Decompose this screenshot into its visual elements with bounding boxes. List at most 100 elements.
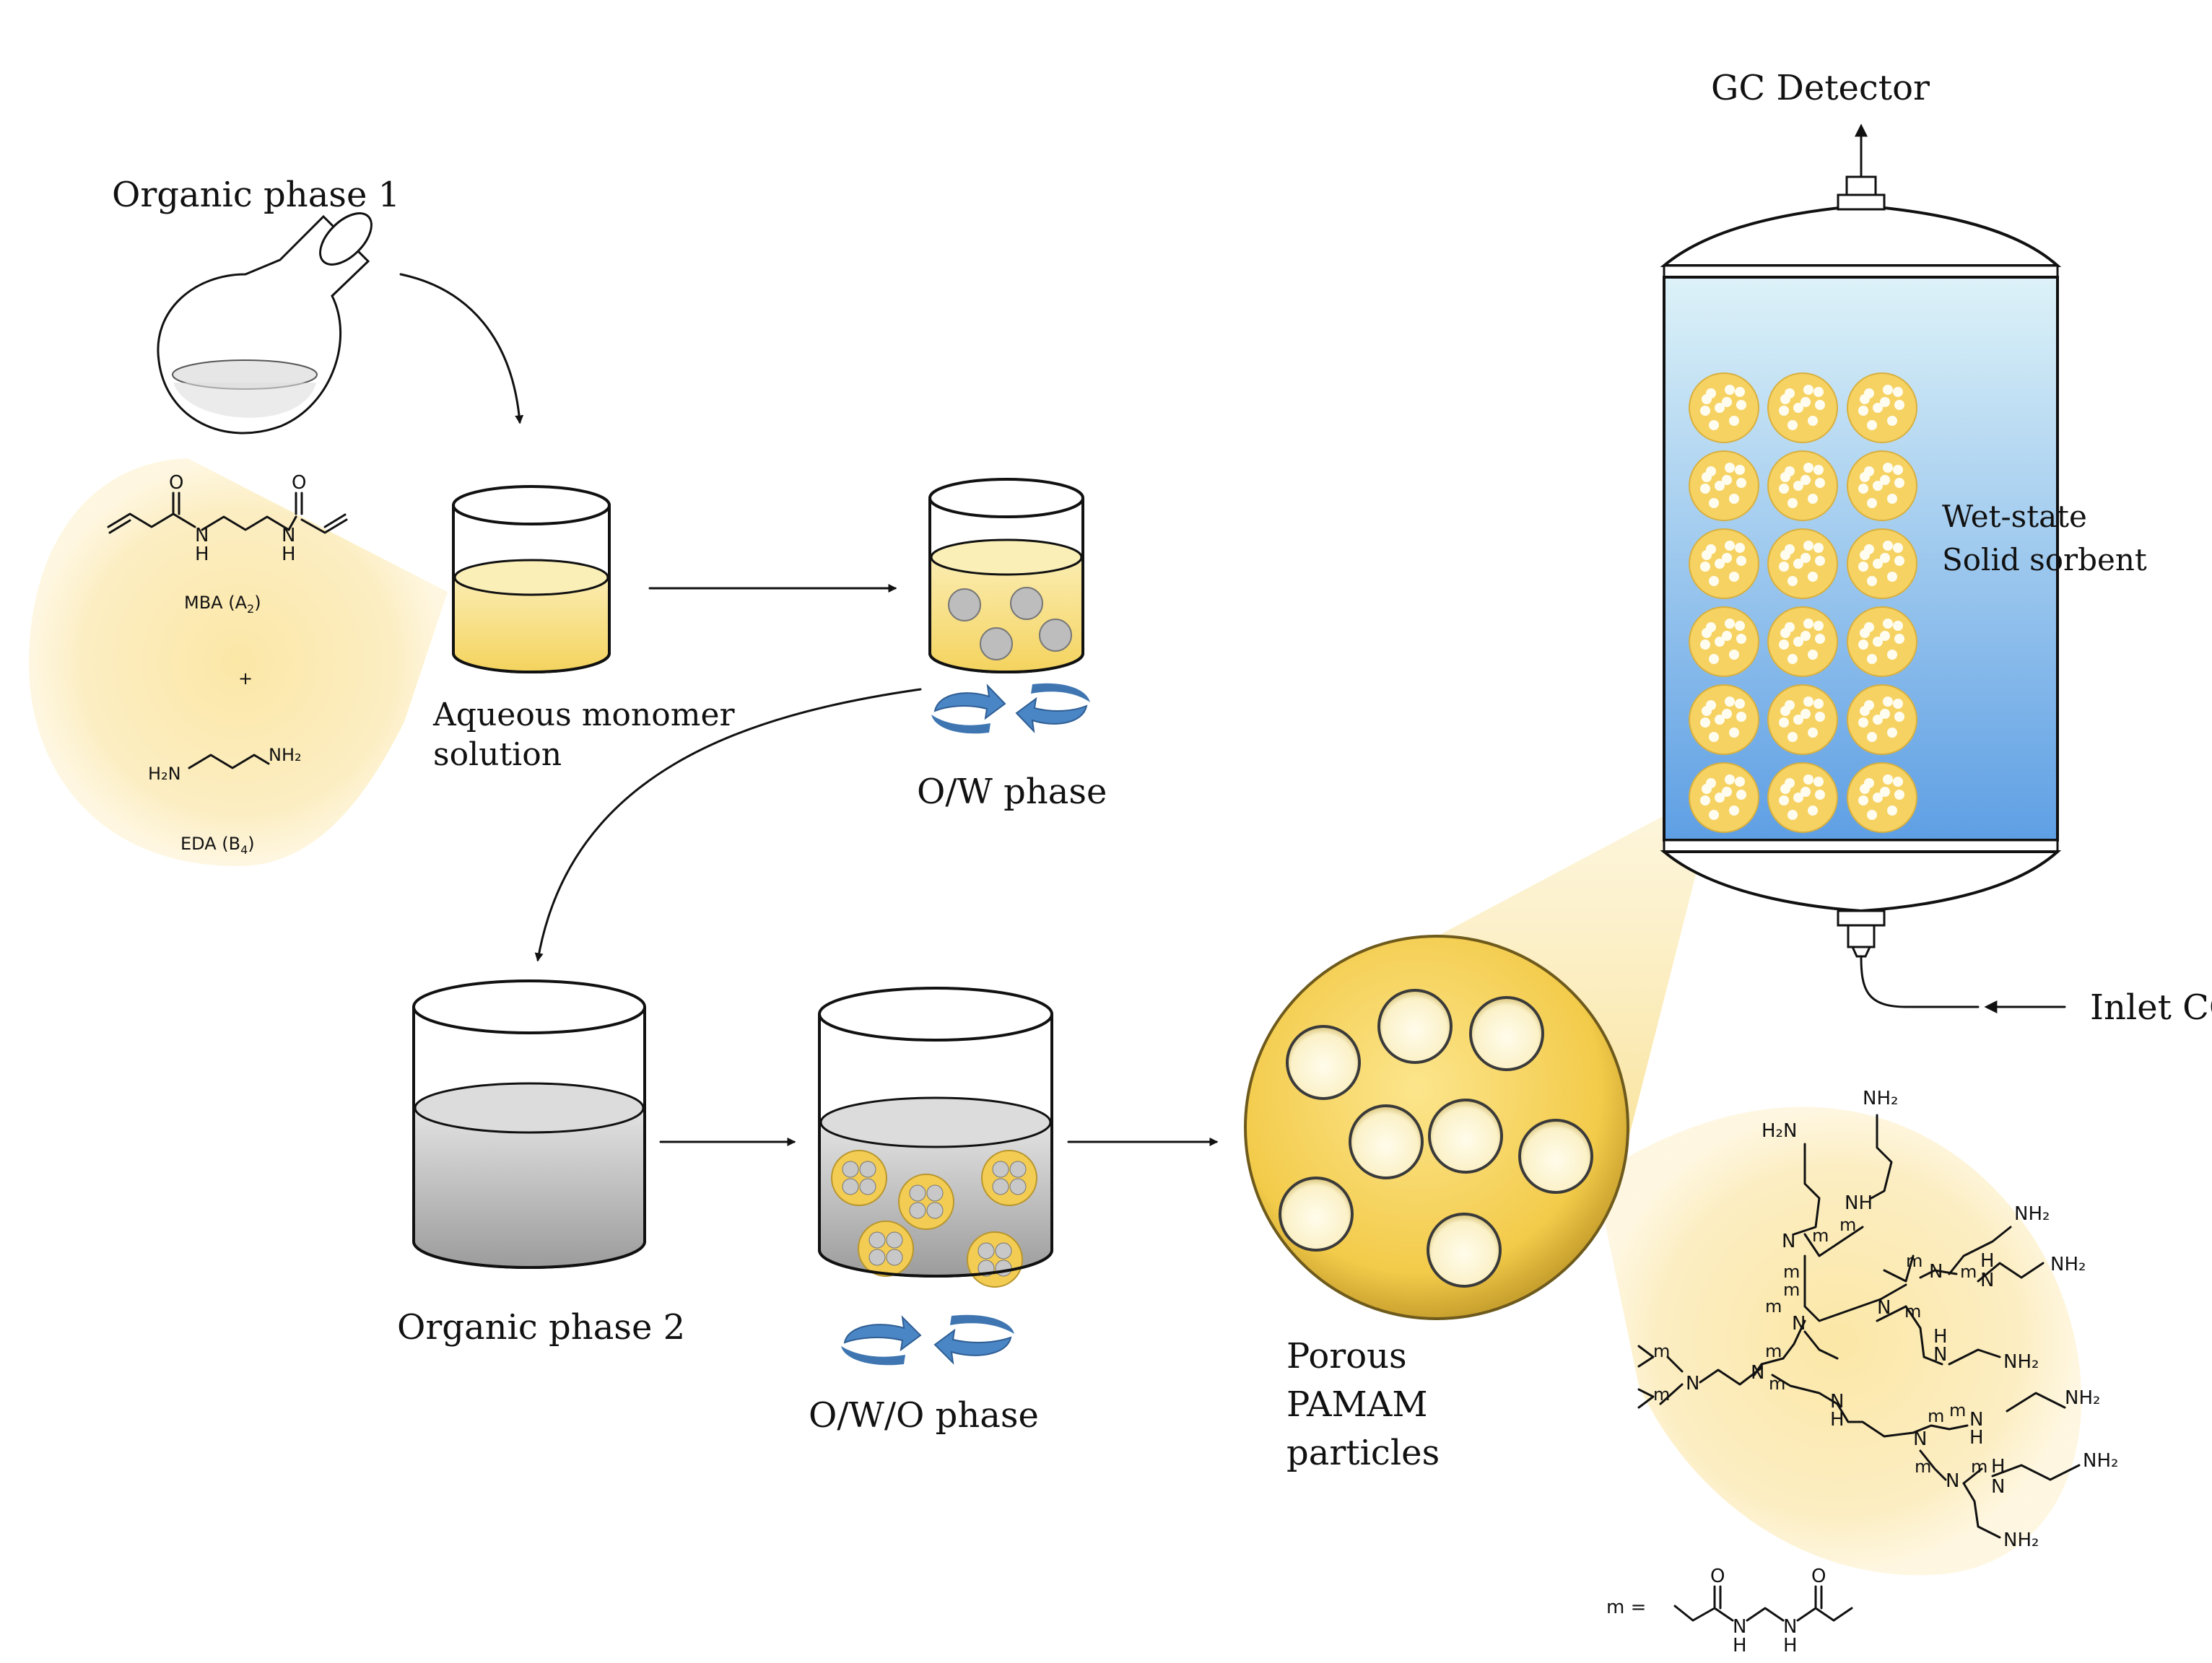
column-bead bbox=[1847, 762, 1917, 833]
n-atom: N bbox=[1991, 1476, 2005, 1498]
mba-atom-h: H bbox=[282, 544, 296, 565]
column-bead bbox=[1689, 450, 1759, 521]
eda-label: EDA (B4) bbox=[180, 834, 255, 857]
sorbent-label-line2: Solid sorbent bbox=[1942, 542, 2147, 577]
gc-detector-label: GC Detector bbox=[1711, 68, 1930, 108]
m-label: m bbox=[1653, 1341, 1670, 1361]
column-bead bbox=[1767, 372, 1838, 443]
n-atom: N bbox=[1830, 1391, 1844, 1413]
m-label: m bbox=[1904, 1301, 1921, 1322]
m-equals-label: m = bbox=[1606, 1597, 1646, 1618]
beaker-organic-2 bbox=[412, 979, 646, 1269]
n-atom: N bbox=[1946, 1470, 1959, 1492]
nh-group: NH bbox=[1845, 1192, 1873, 1214]
m-label: m bbox=[1928, 1406, 1944, 1426]
m-label: m bbox=[1783, 1262, 1800, 1282]
round-flask bbox=[157, 212, 373, 435]
beaker-oow bbox=[818, 987, 1053, 1288]
stirring-arrows-ow bbox=[931, 683, 1090, 734]
n-atom: N bbox=[1913, 1428, 1927, 1450]
column-bead bbox=[1767, 684, 1838, 755]
m-atom-o: O bbox=[1811, 1566, 1826, 1587]
mba-atom-o: O bbox=[292, 472, 306, 494]
m-atom-h: H bbox=[1783, 1635, 1798, 1657]
monomer-glow-bubble bbox=[29, 458, 448, 866]
pamam-structure: NH₂ H₂N NH NH₂ N m m m m m N m H N NH₂ N… bbox=[1637, 1088, 2118, 1551]
m-atom-n: N bbox=[1733, 1616, 1746, 1638]
aqueous-label-line2: solution bbox=[433, 736, 562, 773]
emulsion-droplets bbox=[831, 1150, 1037, 1288]
beaker-aqueous bbox=[452, 485, 611, 673]
n-atom: N bbox=[1792, 1313, 1806, 1335]
m-label: m bbox=[1839, 1215, 1856, 1235]
n-atom: N bbox=[1751, 1362, 1764, 1384]
column-bead bbox=[1767, 528, 1838, 599]
nh2-group: NH₂ bbox=[2050, 1254, 2086, 1275]
column-bead bbox=[1689, 528, 1759, 599]
column-beads bbox=[1689, 372, 1917, 833]
m-atom-h: H bbox=[1733, 1635, 1747, 1657]
mba-atom-o: O bbox=[169, 472, 183, 494]
organic-phase-2-label: Organic phase 2 bbox=[397, 1307, 685, 1348]
column-bead bbox=[1689, 606, 1759, 677]
column-bead bbox=[1847, 528, 1917, 599]
stirring-arrows-oow bbox=[841, 1314, 1014, 1366]
m-label: m bbox=[1765, 1341, 1782, 1361]
mba-atom-h: H bbox=[195, 544, 209, 565]
nh2-group: NH₂ bbox=[2003, 1529, 2039, 1551]
nh2-group: NH₂ bbox=[2065, 1387, 2100, 1409]
eda-structure: H₂N NH₂ EDA (B4) bbox=[148, 745, 302, 857]
column-bead bbox=[1847, 372, 1917, 443]
h-atom: H bbox=[1933, 1326, 1948, 1348]
m-definition: m = O O N H N H bbox=[1606, 1566, 1853, 1657]
column-bead bbox=[1689, 372, 1759, 443]
column-bead bbox=[1767, 762, 1838, 833]
porous-label-line2: PAMAM bbox=[1286, 1384, 1428, 1425]
oow-phase-label: O/W/O phase bbox=[809, 1395, 1039, 1436]
sorbent-label-line1: Wet-state bbox=[1942, 499, 2087, 534]
m-label: m bbox=[1783, 1280, 1800, 1300]
structure-glow-bubble bbox=[1595, 1107, 2082, 1576]
m-label: m bbox=[1906, 1251, 1923, 1271]
nh2-group: NH₂ bbox=[2014, 1203, 2050, 1225]
particle-pores bbox=[1279, 989, 1593, 1288]
column-bead bbox=[1767, 606, 1838, 677]
m-label: m bbox=[1812, 1226, 1829, 1246]
column-bead bbox=[1847, 450, 1917, 521]
inlet-tube bbox=[1860, 955, 1980, 1008]
h-atom: H bbox=[1991, 1456, 2006, 1478]
n-atom: N bbox=[1686, 1373, 1699, 1394]
organic-phase-1-label: Organic phase 1 bbox=[112, 175, 400, 215]
nh2-group: NH₂ bbox=[1863, 1088, 1898, 1109]
column-bead bbox=[1847, 684, 1917, 755]
n-atom: N bbox=[1782, 1231, 1795, 1252]
arrow-flask-to-beaker bbox=[399, 273, 524, 424]
nh2-group: NH₂ bbox=[2083, 1450, 2118, 1472]
mba-structure: O O N H N H MBA (A2) + bbox=[107, 472, 348, 689]
aqueous-label-line1: Aqueous monomer bbox=[432, 697, 736, 733]
arrow-ow-to-organic2 bbox=[534, 688, 922, 962]
n-atom: N bbox=[1980, 1270, 1994, 1291]
m-label: m bbox=[1653, 1384, 1670, 1405]
inlet-co2-label: Inlet CO2 gas bbox=[2090, 987, 2212, 1034]
eda-amine-left: H₂N bbox=[148, 764, 181, 784]
zoom-beam-column bbox=[1433, 787, 1718, 1198]
porous-label-line3: particles bbox=[1286, 1433, 1440, 1473]
porous-label-line1: Porous bbox=[1286, 1336, 1407, 1376]
m-atom-o: O bbox=[1710, 1566, 1725, 1587]
m-label: m bbox=[1769, 1374, 1785, 1394]
mba-label: MBA (A2) bbox=[184, 593, 261, 616]
h2n-group: H₂N bbox=[1762, 1120, 1797, 1142]
mba-atom-n: N bbox=[282, 525, 295, 546]
m-label: m bbox=[1949, 1400, 1966, 1420]
h-atom: H bbox=[1830, 1409, 1845, 1431]
nh2-group: NH₂ bbox=[2003, 1351, 2039, 1373]
column-bead bbox=[1767, 450, 1838, 521]
column-bead bbox=[1689, 684, 1759, 755]
n-atom: N bbox=[1929, 1261, 1943, 1283]
h-atom: H bbox=[1969, 1427, 1984, 1449]
plus-sign: + bbox=[238, 668, 253, 689]
column-bead bbox=[1847, 606, 1917, 677]
m-label: m bbox=[1960, 1262, 1977, 1282]
